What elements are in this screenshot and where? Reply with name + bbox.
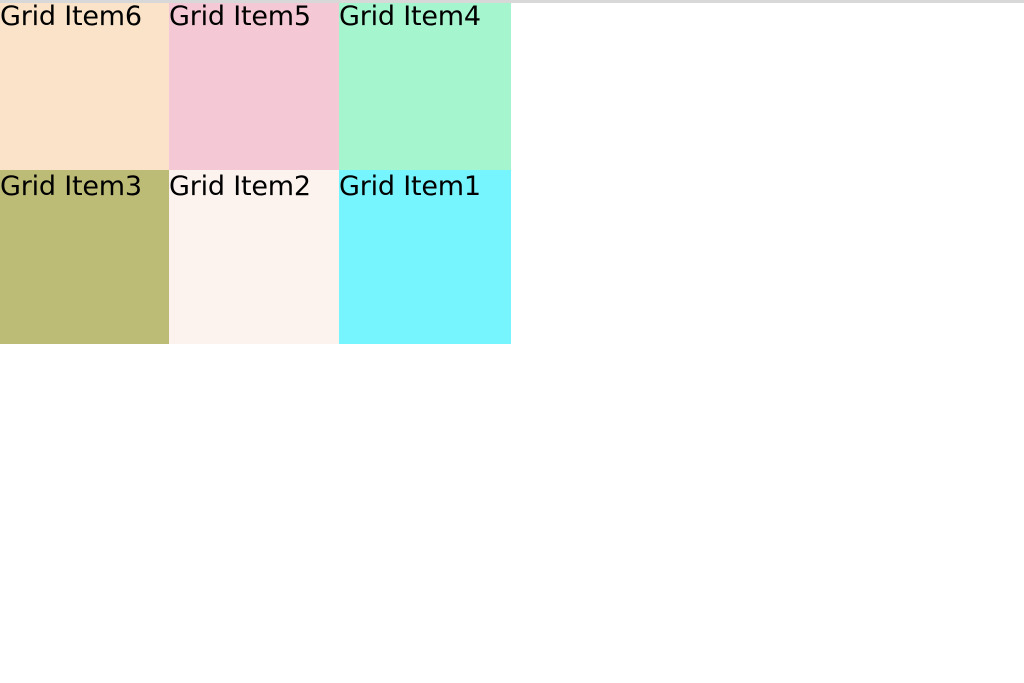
grid-cell[interactable]: Grid Item2 [169, 170, 339, 344]
grid-cell[interactable]: Grid Item4 [339, 0, 511, 170]
grid-cell-label: Grid Item3 [0, 171, 142, 202]
grid-cell-label: Grid Item1 [339, 171, 481, 202]
grid-cell-label: Grid Item2 [169, 171, 311, 202]
grid-cell[interactable]: Grid Item1 [339, 170, 511, 344]
grid-cell[interactable]: Grid Item6 [0, 0, 169, 170]
grid-cell-label: Grid Item4 [339, 1, 481, 32]
top-divider-rule [0, 0, 1024, 3]
grid-cell-label: Grid Item5 [169, 1, 311, 32]
grid-cell-label: Grid Item6 [0, 1, 142, 32]
grid-cell[interactable]: Grid Item5 [169, 0, 339, 170]
grid-cell[interactable]: Grid Item3 [0, 170, 169, 344]
grid-container: Grid Item6 Grid Item5 Grid Item4 Grid It… [0, 0, 511, 344]
